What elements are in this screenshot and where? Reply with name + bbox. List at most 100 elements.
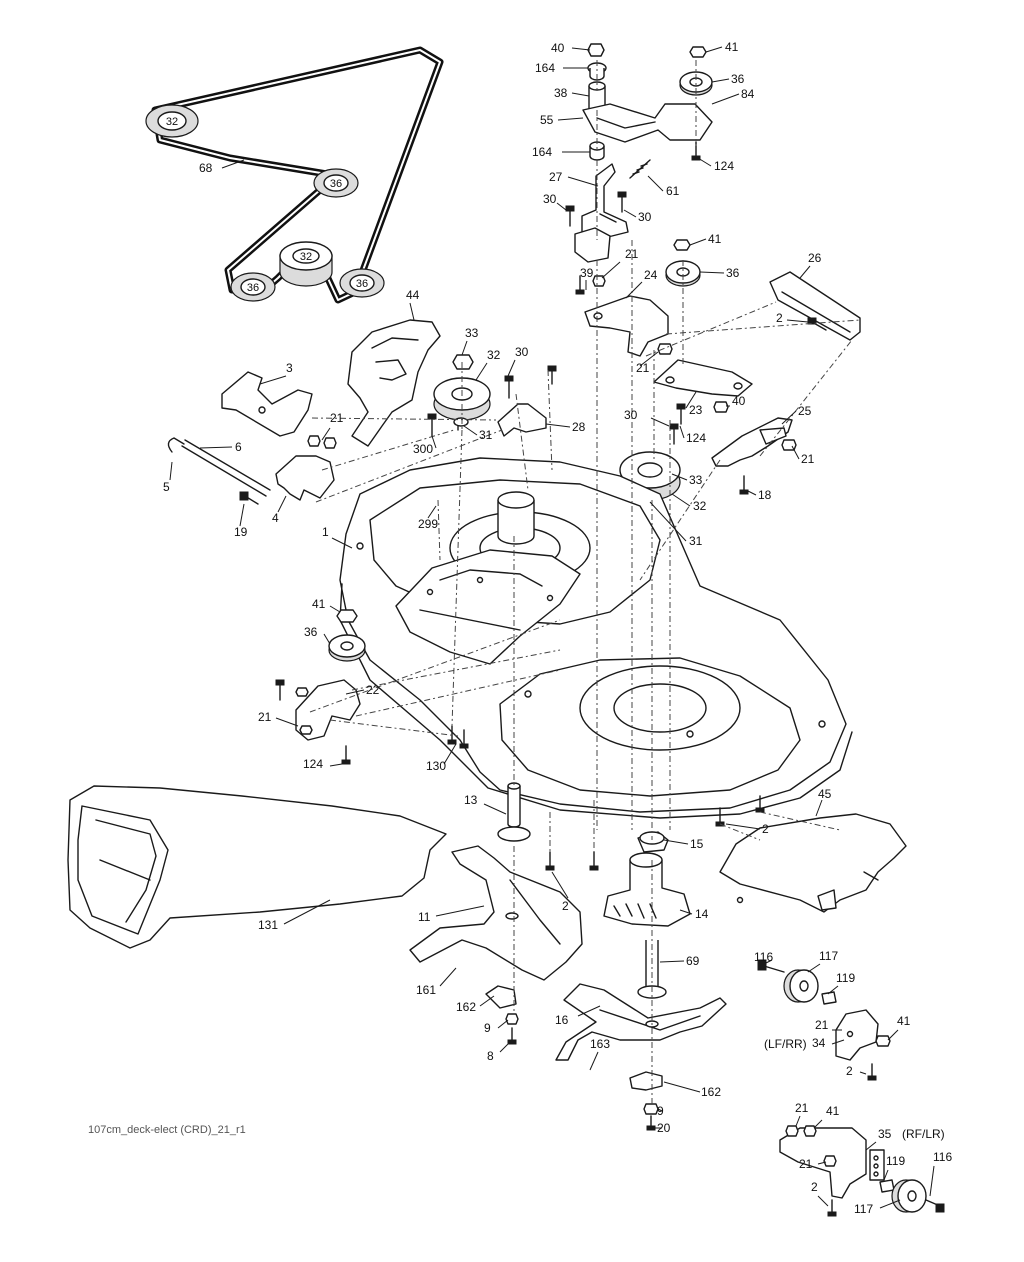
part-callout: 164 (535, 61, 588, 75)
part-callout: 18 (745, 488, 772, 502)
callout-number: 300 (413, 442, 433, 456)
part-callout: 23 (685, 391, 703, 417)
callout-number: 21 (815, 1018, 829, 1032)
callout-number: 15 (690, 837, 704, 851)
front-gauge-wheel (757, 959, 891, 1081)
callout-number: 40 (551, 41, 565, 55)
callout-number: 6 (235, 440, 242, 454)
callout-number: 163 (590, 1037, 610, 1051)
callout-leader (817, 1195, 829, 1207)
callout-number: 22 (366, 683, 380, 697)
callout-number: 124 (303, 757, 323, 771)
callout-leader (571, 47, 591, 51)
callout-number: 41 (897, 1014, 911, 1028)
part-callout: 16 (555, 1005, 601, 1027)
callout-number: 161 (416, 983, 436, 997)
callout-leader (786, 319, 809, 323)
part-callout: 21 (601, 247, 639, 279)
part-callout: 116 (929, 1150, 952, 1197)
part-callout: 164 (532, 145, 590, 159)
callout-leader (545, 423, 571, 428)
part-callout: 61 (647, 175, 680, 198)
callout-leader (659, 960, 685, 963)
callout-leader (663, 1081, 701, 1093)
callout-leader (556, 202, 567, 211)
part-callout: 31 (463, 425, 493, 442)
callout-leader (813, 1119, 823, 1129)
callout-leader (431, 435, 437, 449)
callout-leader (679, 909, 693, 915)
callout-leader (577, 1005, 601, 1017)
part-callout: 32 (671, 493, 707, 513)
callout-leader (657, 1108, 663, 1112)
belt-shield (347, 319, 441, 447)
part-callout: 119 (827, 971, 855, 995)
callout-number: 28 (572, 420, 586, 434)
callout-number: 14 (695, 907, 709, 921)
callout-leader (551, 871, 569, 899)
part-callout: 2 (811, 1180, 829, 1207)
callout-number: 68 (199, 161, 213, 175)
part-callout: 30 (623, 209, 652, 224)
belt-pulley (313, 168, 359, 198)
callout-leader (499, 1043, 509, 1053)
callout-leader (321, 427, 331, 441)
part-callout: 36 (699, 266, 740, 280)
callout-number: 30 (624, 408, 638, 422)
callout-number: 21 (636, 361, 650, 375)
callout-leader (685, 391, 697, 409)
callout-number: 27 (549, 170, 563, 184)
callout-leader (463, 425, 478, 436)
part-callout: 41 (312, 597, 341, 613)
callout-leader (443, 743, 457, 765)
callout-leader (409, 302, 415, 321)
callout-number: 33 (689, 473, 703, 487)
belt-pulley-label: 36 (247, 282, 259, 294)
part-callout: 162 (663, 1081, 721, 1099)
part-callout: 25 (781, 404, 812, 425)
part-callout: 5 (163, 461, 173, 494)
callout-leader (221, 159, 245, 169)
callout-leader (601, 261, 621, 279)
callout-number: 36 (304, 625, 318, 639)
callout-number: 2 (776, 311, 783, 325)
callout-leader (475, 362, 488, 381)
callout-number: 21 (625, 247, 639, 261)
callout-leader (795, 1115, 801, 1127)
part-callout: 119 (883, 1154, 905, 1181)
callout-number: 41 (826, 1104, 840, 1118)
diagram-id-label: 107cm_deck-elect (CRD)_21_r1 (88, 1124, 246, 1136)
callout-number: 1 (322, 525, 329, 539)
belt-pulley-label: 32 (166, 116, 178, 128)
callout-number: 124 (686, 431, 706, 445)
callout-number: 131 (258, 918, 278, 932)
part-callout: 27 (549, 170, 599, 187)
callout-leader (815, 799, 823, 817)
callout-leader (625, 281, 643, 299)
callout-number: 116 (933, 1150, 952, 1164)
callout-number: 30 (543, 192, 557, 206)
part-callout: 38 (554, 86, 590, 100)
callout-number: 31 (689, 534, 703, 548)
part-callout: 33 (671, 473, 703, 487)
deck-cover (719, 813, 907, 913)
part-callout: 13 (464, 793, 507, 815)
discharge-chute (67, 785, 447, 949)
callout-leader (647, 175, 664, 192)
part-callout: 20 (655, 1121, 671, 1135)
callout-leader (345, 689, 365, 695)
callout-number: 20 (657, 1121, 671, 1135)
part-callout: 34 (812, 1036, 845, 1050)
callout-number: 21 (795, 1101, 809, 1115)
part-callout: 36 (711, 72, 745, 86)
part-callout: 163 (589, 1037, 610, 1071)
callout-number: 33 (465, 326, 479, 340)
part-callout: 1 (322, 525, 353, 549)
part-callout: 9 (484, 1019, 509, 1035)
callout-number: 4 (272, 511, 279, 525)
part-callout: 21 (795, 1101, 809, 1127)
part-callout: 15 (663, 837, 704, 851)
part-callout: 14 (679, 907, 709, 921)
callout-leader (461, 340, 468, 356)
